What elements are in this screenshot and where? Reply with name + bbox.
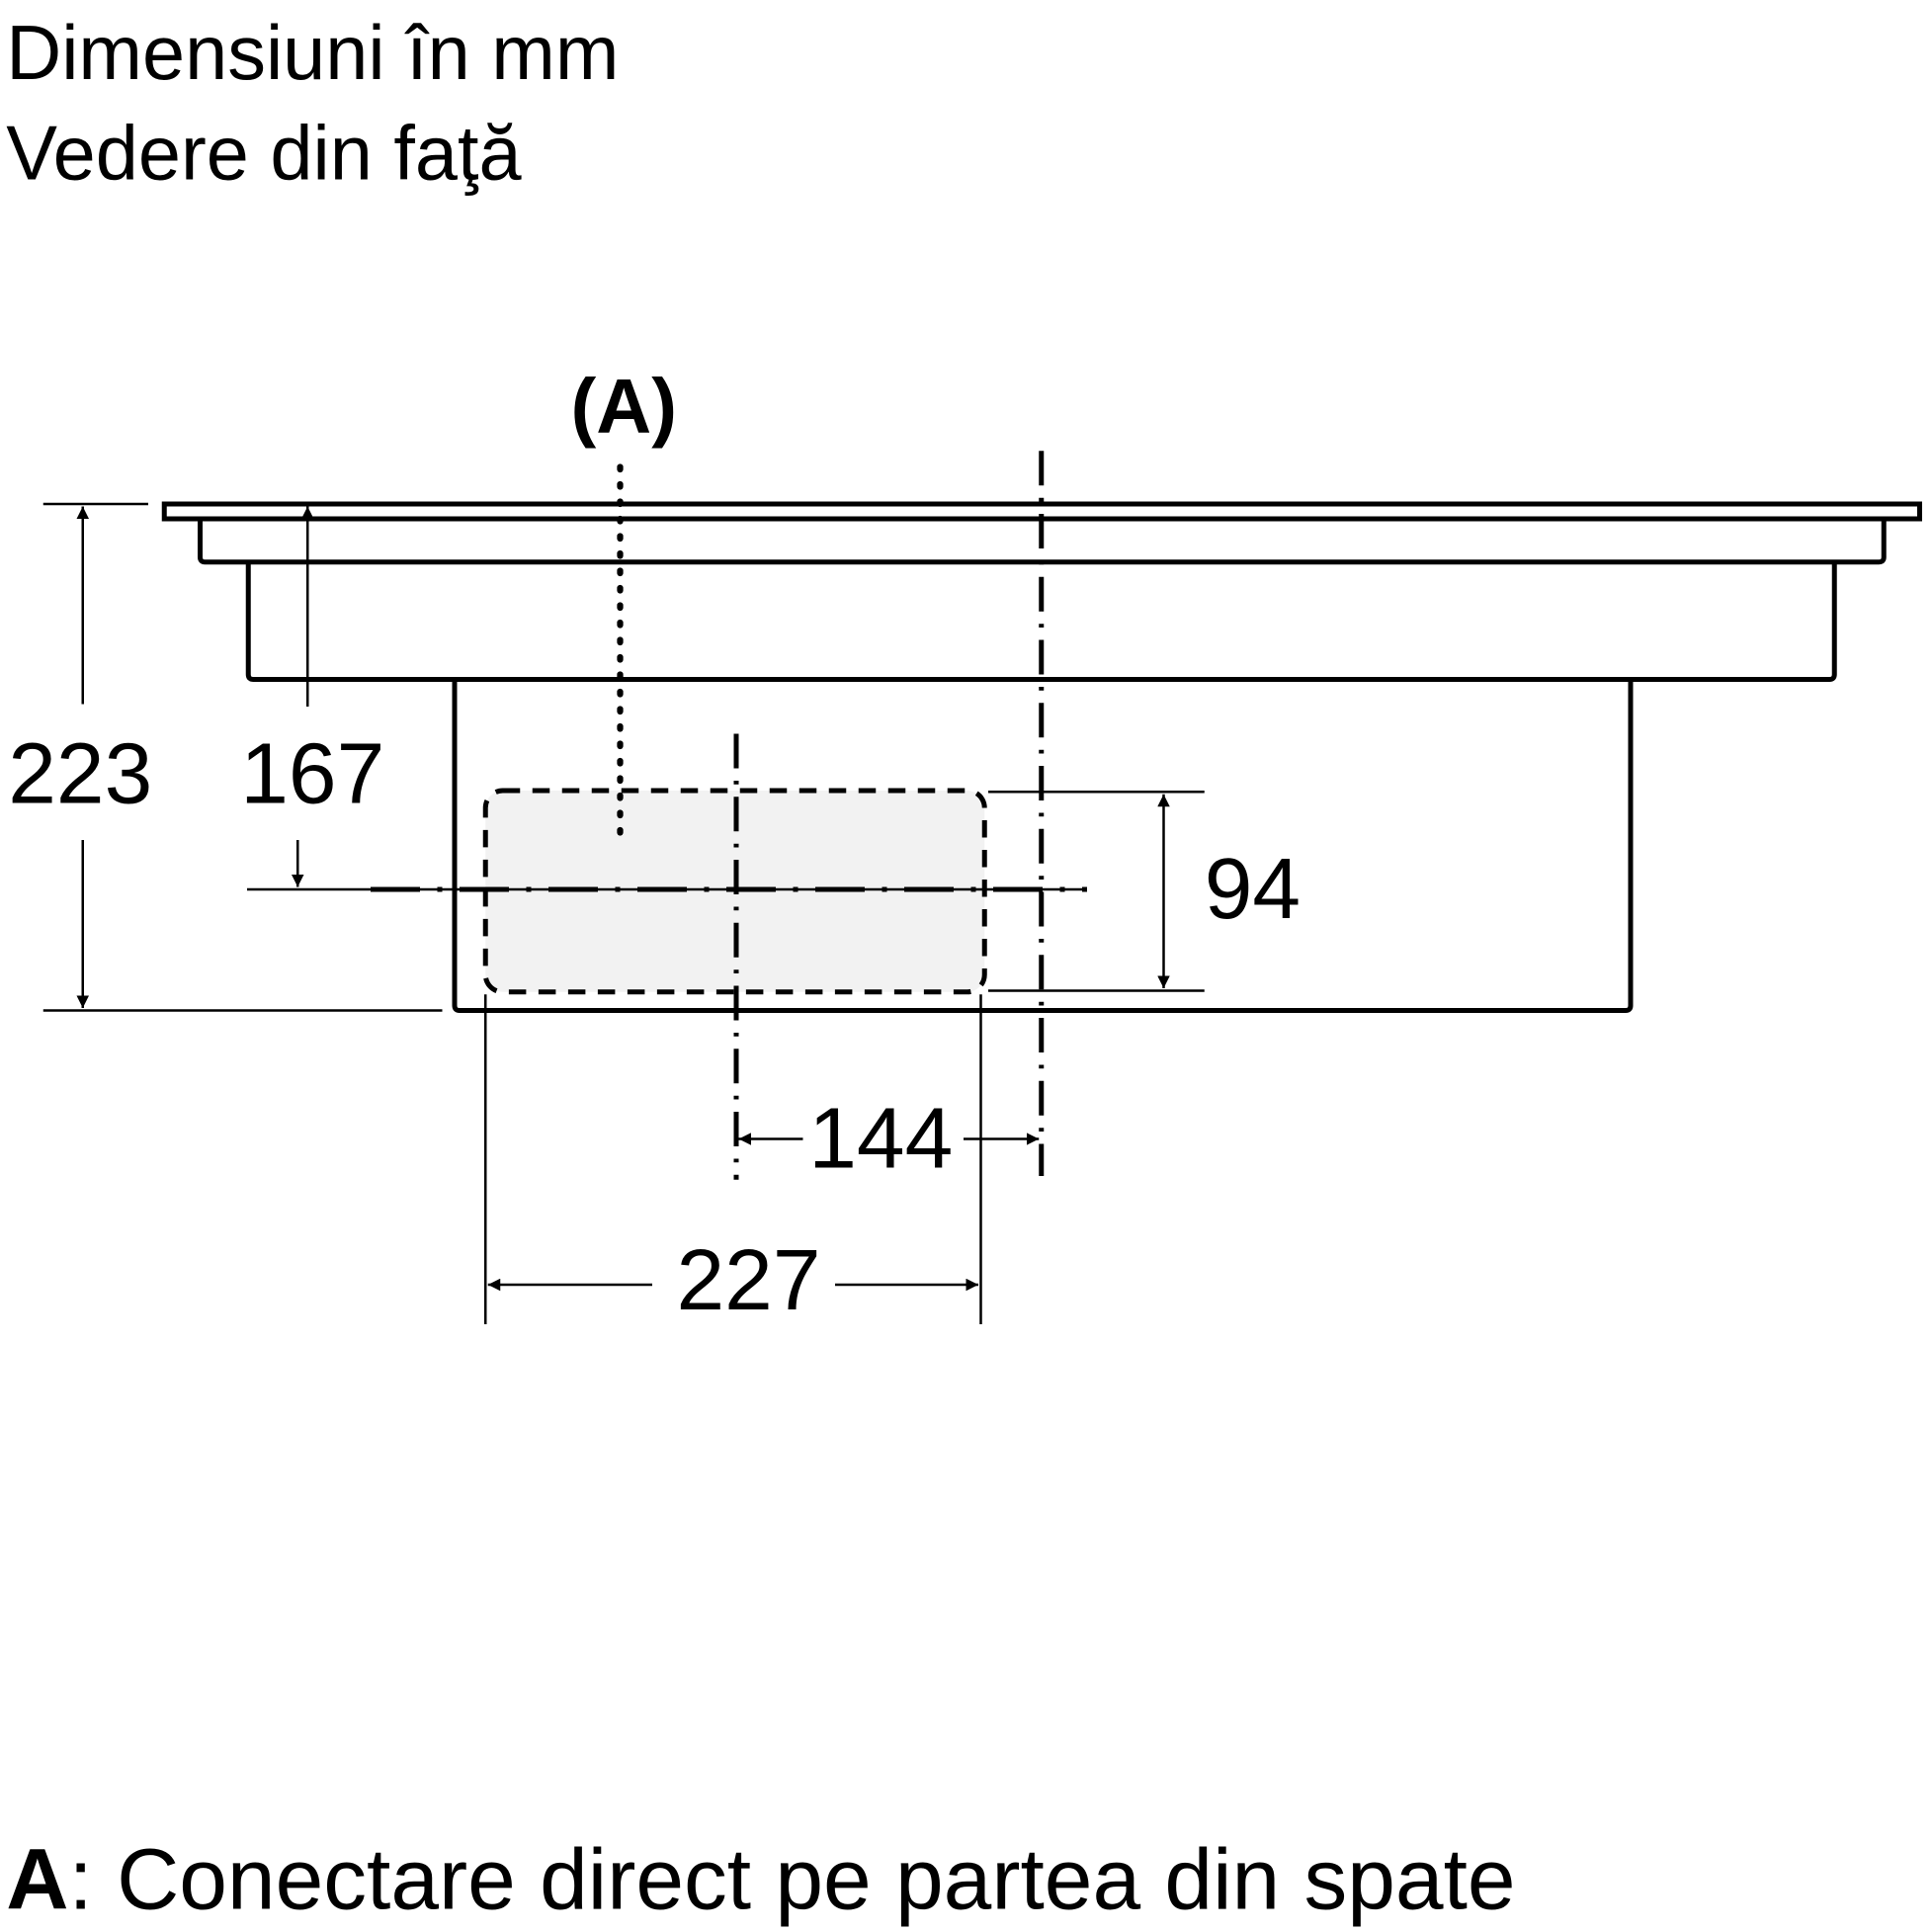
subtitle: Vedere din faţă — [6, 111, 522, 196]
dimension-144: 144 — [738, 1089, 1040, 1186]
dimension-167-label: 167 — [240, 725, 384, 822]
dimension-94: 94 — [988, 791, 1301, 992]
callout-a-label: (A) — [570, 365, 677, 450]
title: Dimensiuni în mm — [6, 11, 619, 96]
legend-key: A — [6, 1830, 68, 1927]
dimension-167: 167 — [240, 506, 384, 887]
hob-body — [245, 561, 1837, 682]
extractor-module — [452, 679, 1634, 1013]
legend-separator: : — [68, 1830, 92, 1927]
dimension-94-label: 94 — [1205, 840, 1301, 937]
legend-text: Conectare direct pe partea din spate — [93, 1830, 1516, 1927]
dimension-227-label: 227 — [677, 1231, 821, 1328]
dimension-227: 227 — [484, 994, 982, 1328]
dimension-223: 223 — [8, 502, 443, 1012]
dimension-223-label: 223 — [8, 725, 152, 822]
legend: A: Conectare direct pe partea din spate — [6, 1830, 1515, 1927]
dimension-144-label: 144 — [808, 1089, 953, 1186]
